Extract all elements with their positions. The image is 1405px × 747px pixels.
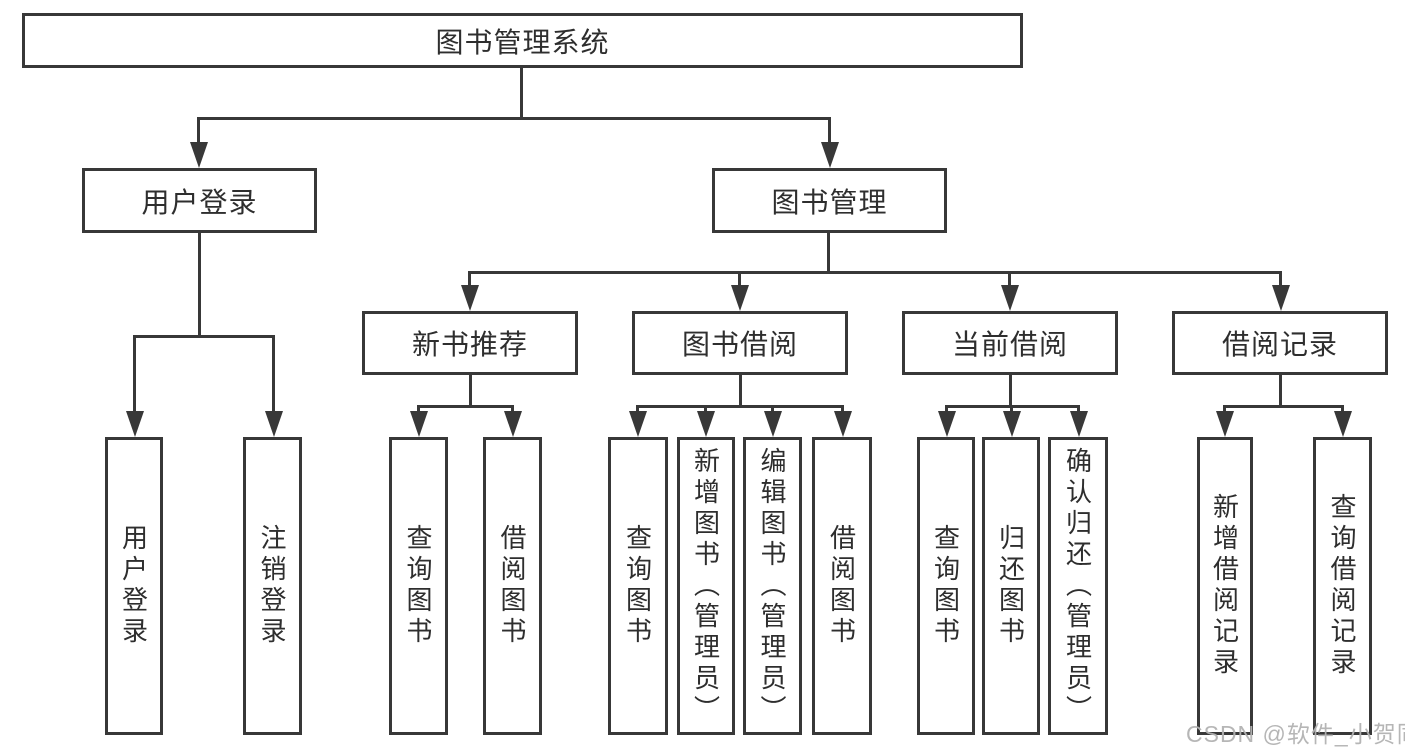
node-current-borrowing-label: 当前借阅 bbox=[951, 329, 1068, 360]
node-borrow-records: 借阅记录 bbox=[1172, 311, 1388, 375]
node-user-login-branch: 用户登录 bbox=[82, 168, 317, 233]
connector-records-down-stem bbox=[1279, 375, 1282, 408]
leaf-recommend-query-books: 查询图书 bbox=[389, 437, 448, 735]
leaf-current-return-books-label: 归还图书 bbox=[995, 524, 1026, 648]
connector-rec-borrow-stem bbox=[511, 405, 514, 413]
arrowhead-recommend-icon bbox=[461, 285, 479, 311]
arrowhead-books-icon bbox=[821, 142, 839, 168]
connector-books-stem bbox=[828, 117, 831, 147]
arrowhead-bb-add-icon bbox=[697, 411, 715, 437]
connector-records-hline bbox=[1223, 405, 1344, 408]
connector-logout-stem bbox=[272, 335, 275, 413]
arrowhead-records-icon bbox=[1272, 285, 1290, 311]
arrowhead-cb-query-icon bbox=[938, 411, 956, 437]
leaf-logout: 注销登录 bbox=[243, 437, 302, 735]
node-book-borrowing: 图书借阅 bbox=[632, 311, 848, 375]
arrowhead-cb-return-icon bbox=[1003, 411, 1021, 437]
node-book-borrowing-label: 图书借阅 bbox=[681, 329, 798, 360]
arrowhead-user-icon bbox=[190, 142, 208, 168]
connector-recommend-hline bbox=[417, 405, 514, 408]
node-user-login-label: 用户登录 bbox=[141, 186, 258, 218]
connector-root-stem bbox=[520, 68, 523, 119]
leaf-borrowing-edit-books-admin: 编辑图书（管理员） bbox=[743, 437, 802, 735]
node-book-management-label: 图书管理 bbox=[771, 186, 888, 218]
arrowhead-login-icon bbox=[126, 411, 144, 437]
connector-books-down-stem bbox=[827, 233, 830, 273]
arrowhead-current-icon bbox=[1001, 285, 1019, 311]
connector-borrowing-down-stem bbox=[739, 375, 742, 408]
connector-login-stem bbox=[133, 335, 136, 413]
connector-recommend-stem bbox=[468, 271, 471, 289]
leaf-current-query-books-label: 查询图书 bbox=[930, 524, 961, 648]
leaf-borrowing-borrow-books: 借阅图书 bbox=[812, 437, 872, 735]
leaf-borrowing-add-books-admin-label: 新增图书（管理员） bbox=[690, 446, 721, 726]
leaf-borrowing-borrow-books-label: 借阅图书 bbox=[826, 524, 857, 648]
node-root-system: 图书管理系统 bbox=[22, 13, 1023, 68]
arrowhead-borrowing-icon bbox=[731, 285, 749, 311]
leaf-recommend-borrow-books-label: 借阅图书 bbox=[497, 524, 527, 648]
connector-bb-add-stem bbox=[704, 405, 707, 413]
leaf-records-add-record: 新增借阅记录 bbox=[1197, 437, 1253, 735]
connector-rr-query-stem bbox=[1341, 405, 1344, 413]
connector-level3-hline bbox=[468, 271, 1282, 274]
leaf-borrowing-query-books: 查询图书 bbox=[608, 437, 668, 735]
connector-user-down-stem bbox=[198, 233, 201, 338]
connector-rec-query-stem bbox=[417, 405, 420, 413]
connector-borrowing-hline bbox=[636, 405, 844, 408]
arrowhead-rr-add-icon bbox=[1216, 411, 1234, 437]
arrowhead-bb-edit-icon bbox=[764, 411, 782, 437]
arrowhead-rec-borrow-icon bbox=[504, 411, 522, 437]
node-current-borrowing: 当前借阅 bbox=[902, 311, 1118, 375]
leaf-user-login-label: 用户登录 bbox=[118, 524, 149, 648]
connector-user-stem bbox=[197, 117, 200, 147]
node-borrow-records-label: 借阅记录 bbox=[1221, 329, 1338, 360]
connector-cb-return-stem bbox=[1010, 405, 1013, 413]
node-root-label: 图书管理系统 bbox=[435, 26, 610, 58]
connector-bb-edit-stem bbox=[771, 405, 774, 413]
arrowhead-rr-query-icon bbox=[1334, 411, 1352, 437]
leaf-recommend-query-books-label: 查询图书 bbox=[403, 524, 433, 648]
connector-current-stem bbox=[1008, 271, 1011, 289]
leaf-borrowing-edit-books-admin-label: 编辑图书（管理员） bbox=[757, 446, 787, 726]
leaf-records-query-record: 查询借阅记录 bbox=[1313, 437, 1372, 735]
leaf-current-return-books: 归还图书 bbox=[982, 437, 1040, 735]
arrowhead-bb-query-icon bbox=[629, 411, 647, 437]
csdn-watermark: CSDN @软件_小贺同学 bbox=[1186, 721, 1405, 747]
connector-user-hline bbox=[133, 335, 275, 338]
leaf-logout-label: 注销登录 bbox=[257, 524, 287, 648]
leaf-current-confirm-return-admin: 确认归还（管理员） bbox=[1048, 437, 1108, 735]
arrowhead-cb-confirm-icon bbox=[1070, 411, 1088, 437]
leaf-borrowing-query-books-label: 查询图书 bbox=[622, 524, 653, 648]
connector-cb-query-stem bbox=[945, 405, 948, 413]
connector-rr-add-stem bbox=[1223, 405, 1226, 413]
node-new-book-recommend-label: 新书推荐 bbox=[411, 329, 528, 360]
connector-bb-query-stem bbox=[636, 405, 639, 413]
connector-borrowing-stem bbox=[738, 271, 741, 289]
connector-cb-confirm-stem bbox=[1077, 405, 1080, 413]
leaf-recommend-borrow-books: 借阅图书 bbox=[483, 437, 542, 735]
arrowhead-bb-borrow-icon bbox=[834, 411, 852, 437]
leaf-current-confirm-return-admin-label: 确认归还（管理员） bbox=[1062, 446, 1093, 726]
arrowhead-logout-icon bbox=[265, 411, 283, 437]
connector-bb-borrow-stem bbox=[841, 405, 844, 413]
connector-root-hline bbox=[197, 117, 831, 120]
leaf-current-query-books: 查询图书 bbox=[917, 437, 975, 735]
connector-current-down-stem bbox=[1009, 375, 1012, 408]
leaf-user-login: 用户登录 bbox=[105, 437, 163, 735]
node-new-book-recommend: 新书推荐 bbox=[362, 311, 578, 375]
leaf-borrowing-add-books-admin: 新增图书（管理员） bbox=[677, 437, 735, 735]
connector-recommend-down-stem bbox=[469, 375, 472, 408]
leaf-records-add-record-label: 新增借阅记录 bbox=[1209, 493, 1240, 679]
connector-records-stem bbox=[1279, 271, 1282, 289]
node-book-management-branch: 图书管理 bbox=[712, 168, 947, 233]
leaf-records-query-record-label: 查询借阅记录 bbox=[1327, 493, 1357, 679]
arrowhead-rec-query-icon bbox=[410, 411, 428, 437]
